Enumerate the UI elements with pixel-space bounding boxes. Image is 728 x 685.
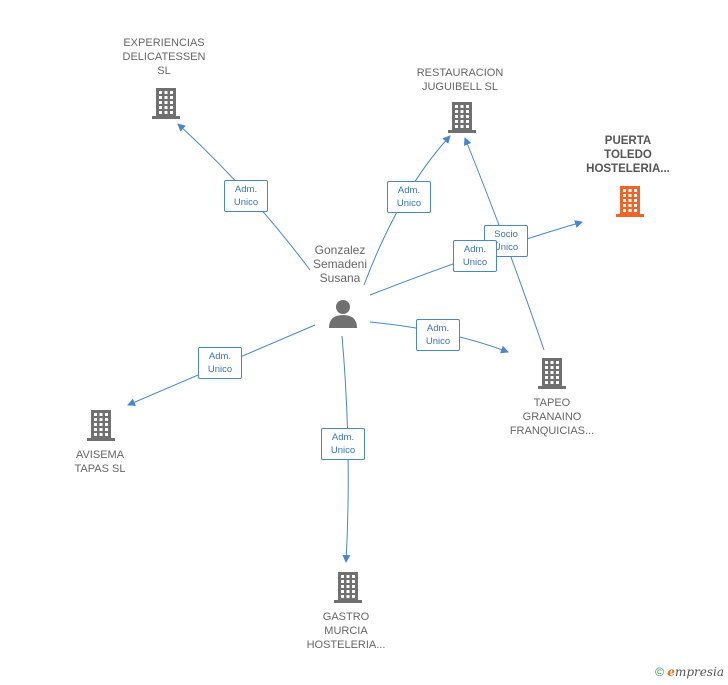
edge-label-puerta[interactable]: Adm. Unico bbox=[453, 240, 497, 272]
company-label-line: GASTRO bbox=[322, 611, 370, 623]
edge-label-line: Adm. bbox=[208, 351, 232, 362]
copyright-icon: © bbox=[655, 665, 664, 679]
building-icon-highlighted[interactable] bbox=[614, 184, 646, 218]
brand-logo: empresia bbox=[667, 665, 724, 679]
person-name-line: Gonzalez bbox=[314, 243, 366, 257]
company-label-line: MURCIA bbox=[324, 625, 368, 637]
building-icon[interactable] bbox=[150, 86, 182, 120]
company-label-line: PUERTA bbox=[604, 135, 652, 147]
company-label-line: TOLEDO bbox=[604, 149, 652, 161]
building-icon[interactable] bbox=[446, 100, 478, 134]
building-icon[interactable] bbox=[332, 570, 364, 604]
company-label-line: SL bbox=[157, 65, 171, 77]
person-name[interactable]: Gonzalez Semadeni Susana bbox=[290, 243, 390, 285]
company-label-line: TAPAS SL bbox=[74, 463, 126, 475]
edge-label-line: Unico bbox=[425, 336, 451, 347]
company-label-line: TAPEO bbox=[533, 397, 571, 409]
edge-label-experiencias[interactable]: Adm. Unico bbox=[224, 180, 268, 212]
company-label-line: RESTAURACION bbox=[416, 67, 504, 79]
company-label-restauracion[interactable]: RESTAURACION JUGUIBELL SL bbox=[400, 66, 520, 94]
edge-label-gastro[interactable]: Adm. Unico bbox=[321, 428, 365, 460]
edge-label-line: Socio bbox=[494, 229, 518, 240]
edge-label-line: Adm. bbox=[234, 184, 258, 195]
edge-label-tapeo[interactable]: Adm. Unico bbox=[416, 319, 460, 351]
edge-label-line: Adm. bbox=[463, 244, 487, 255]
edge-label-line: Único bbox=[493, 242, 519, 253]
brand-initial: e bbox=[667, 665, 675, 679]
company-label-avisema[interactable]: AVISEMA TAPAS SL bbox=[40, 448, 160, 476]
company-label-line: DELICATESSEN bbox=[122, 51, 206, 63]
edge-label-line: Unico bbox=[330, 445, 356, 456]
edge-label-avisema[interactable]: Adm. Unico bbox=[198, 347, 242, 379]
edge-label-restauracion[interactable]: Adm. Unico bbox=[387, 181, 431, 213]
edge-label-line: Adm. bbox=[331, 432, 355, 443]
person-icon[interactable] bbox=[328, 298, 358, 328]
building-icon[interactable] bbox=[536, 356, 568, 390]
brand-footer[interactable]: © empresia bbox=[655, 665, 724, 679]
person-name-line: Semadeni bbox=[312, 257, 368, 271]
company-label-experiencias[interactable]: EXPERIENCIAS DELICATESSEN SL bbox=[104, 36, 224, 78]
edge-label-line: Adm. bbox=[397, 185, 421, 196]
edge-label-line: Unico bbox=[462, 257, 488, 268]
company-label-line: JUGUIBELL SL bbox=[421, 81, 498, 93]
company-label-line: EXPERIENCIAS bbox=[123, 37, 205, 49]
company-label-line: HOSTELERIA... bbox=[586, 163, 670, 175]
company-label-line: AVISEMA bbox=[75, 449, 125, 461]
building-icon[interactable] bbox=[85, 408, 117, 442]
edge-label-line: Adm. bbox=[426, 323, 450, 334]
person-name-line: Susana bbox=[319, 271, 361, 285]
company-label-gastro[interactable]: GASTRO MURCIA HOSTELERIA... bbox=[286, 610, 406, 652]
company-label-line: GRANAINO bbox=[522, 411, 582, 423]
edge-label-line: Unico bbox=[396, 198, 422, 209]
brand-rest: mpresia bbox=[674, 665, 724, 679]
edge-label-line: Unico bbox=[233, 197, 259, 208]
company-label-tapeo[interactable]: TAPEO GRANAINO FRANQUICIAS... bbox=[492, 396, 612, 438]
edge-label-line: Unico bbox=[207, 364, 233, 375]
company-label-line: HOSTELERIA... bbox=[306, 639, 386, 651]
company-label-line: FRANQUICIAS... bbox=[509, 425, 595, 437]
company-label-puerta[interactable]: PUERTA TOLEDO HOSTELERIA... bbox=[568, 134, 688, 176]
